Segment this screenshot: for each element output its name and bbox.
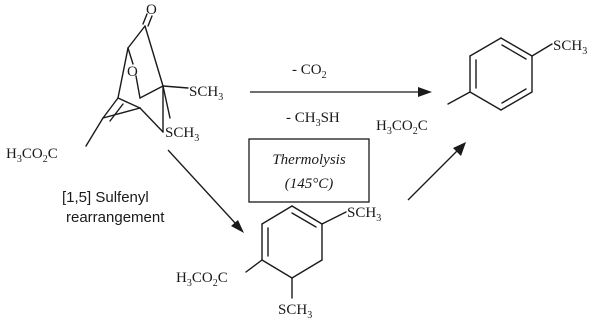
thermolysis-box — [248, 138, 370, 203]
intermediate-structure — [245, 205, 347, 299]
reactant-ester-label: H3CO2C — [6, 146, 58, 165]
thermolysis-label: Thermolysis — [272, 152, 346, 168]
product-sch3-label: SCH3 — [553, 38, 587, 57]
minus-ch3sh-label: - CH3SH — [286, 110, 340, 129]
reactant-sch3-bottom-label: SCH3 — [165, 125, 199, 144]
product-structure — [447, 37, 553, 111]
reactant-structure — [85, 13, 189, 147]
intermediate-sch3-top-label: SCH3 — [347, 205, 381, 224]
intermediate-ester-label: H3CO2C — [176, 270, 228, 289]
rearrangement-arrow — [167, 149, 244, 233]
rearrangement-label-line2: rearrangement — [66, 209, 165, 226]
temperature-label: (145°C) — [285, 176, 334, 192]
ring-oxygen-label: O — [127, 64, 138, 80]
top-reaction-arrow — [250, 87, 432, 97]
rearrangement-label-line1: [1,5] Sulfenyl — [62, 189, 149, 206]
intermediate-sch3-bottom-label: SCH3 — [278, 302, 312, 320]
carbonyl-oxygen-label: O — [146, 2, 157, 18]
minus-co2-label: - CO2 — [292, 62, 327, 81]
thermolysis-arrow — [407, 142, 466, 201]
reactant-sch3-top-label: SCH3 — [189, 84, 223, 103]
product-ester-label: H3CO2C — [376, 118, 428, 137]
